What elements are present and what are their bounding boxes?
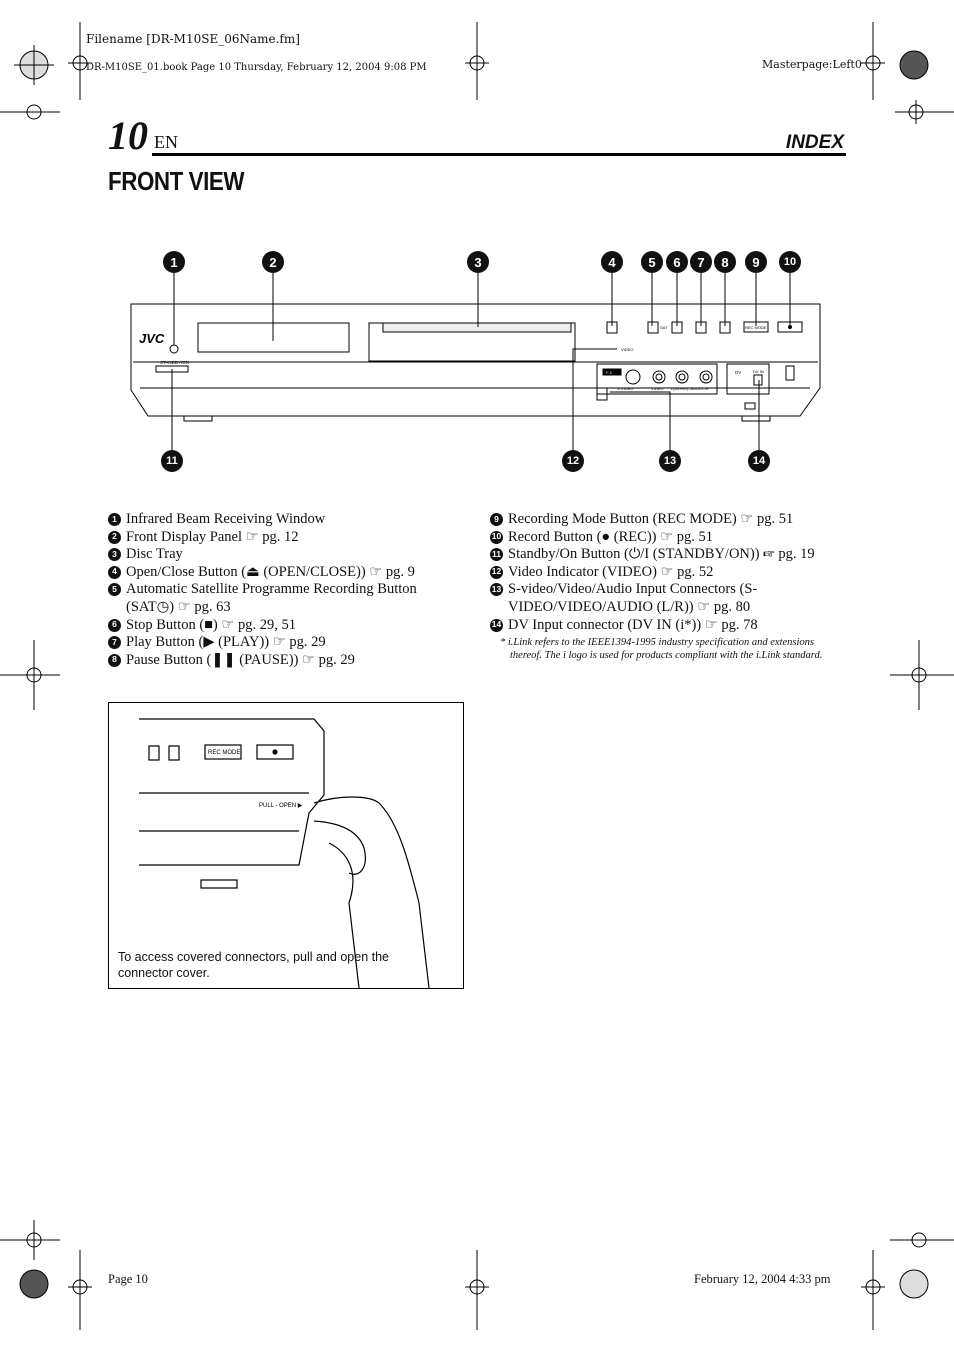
sat-label: SAT bbox=[660, 325, 668, 330]
video-indicator-label: VIDEO bbox=[621, 347, 633, 352]
callout-7: 7 bbox=[690, 251, 712, 273]
front-view-diagram: JVC STANDBY/ON SAT REC MODE VIDEO S-VIDE… bbox=[130, 272, 821, 450]
callout-12: 12 bbox=[562, 450, 584, 472]
callout-9: 9 bbox=[745, 251, 767, 273]
insert-rec-mode: REC MODE bbox=[208, 750, 240, 756]
header-rule bbox=[152, 153, 846, 156]
insert-pull-open: PULL - OPEN ▶ bbox=[259, 803, 303, 809]
callout-6: 6 bbox=[666, 251, 688, 273]
connector-cover-illustration: REC MODE PULL - OPEN ▶ bbox=[108, 702, 464, 989]
callout-11: 11 bbox=[161, 450, 183, 472]
audio-label: L(MONO)–AUDIO–R bbox=[671, 386, 708, 391]
header-bookinfo: DR-M10SE_01.book Page 10 Thursday, Febru… bbox=[86, 62, 427, 73]
footnote: * i.Link refers to the IEEE1394-1995 ind… bbox=[500, 637, 823, 662]
callout-10: 10 bbox=[779, 251, 801, 273]
section-label: INDEX bbox=[785, 132, 844, 153]
page-lang: EN bbox=[154, 132, 178, 152]
header-filename: Filename [DR-M10SE_06Name.fm] bbox=[86, 32, 300, 46]
header-masterpage: Masterpage:Left0 bbox=[762, 58, 862, 71]
callout-4: 4 bbox=[601, 251, 623, 273]
callout-13: 13 bbox=[659, 450, 681, 472]
callout-3: 3 bbox=[467, 251, 489, 273]
cover-drawing: REC MODE PULL - OPEN ▶ bbox=[139, 718, 430, 988]
page-title: FRONT VIEW bbox=[108, 166, 245, 196]
insert-caption: To access covered connectors, pull and o… bbox=[118, 950, 390, 980]
footer-page: Page 10 bbox=[108, 1272, 148, 1286]
brand-logo: JVC bbox=[139, 331, 165, 346]
svideo-label: S-VIDEO bbox=[617, 386, 633, 391]
page-number: 10 bbox=[108, 113, 148, 158]
callout-8: 8 bbox=[714, 251, 736, 273]
dvin-label: DV IN bbox=[753, 369, 764, 374]
standby-label: STANDBY/ON bbox=[160, 360, 189, 365]
dv-label: DV bbox=[735, 370, 741, 375]
video-in-label: VIDEO bbox=[651, 386, 663, 391]
callout-1: 1 bbox=[163, 251, 185, 273]
footer-date: February 12, 2004 4:33 pm bbox=[694, 1272, 831, 1286]
callout-2: 2 bbox=[262, 251, 284, 273]
f1-label: F-1 bbox=[606, 370, 613, 375]
callout-5: 5 bbox=[641, 251, 663, 273]
rec-mode-label: REC MODE bbox=[745, 325, 767, 330]
callout-14: 14 bbox=[748, 450, 770, 472]
